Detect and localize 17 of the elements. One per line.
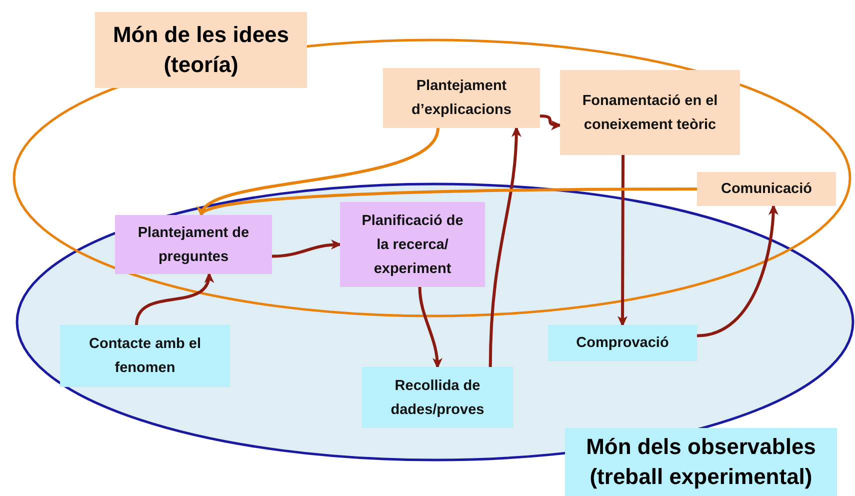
arrow — [135, 272, 213, 326]
arrow — [272, 240, 342, 258]
process-box: Comunicació — [697, 172, 836, 206]
process-box: Comprovació — [548, 325, 697, 361]
region-heading: Món de les idees (teoría) — [95, 12, 307, 88]
arrow — [418, 286, 442, 369]
process-box: Fonamentació en el coneixement teòric — [560, 70, 740, 155]
arrow — [696, 204, 778, 338]
process-box: Planificació de la recerca/ experiment — [340, 202, 485, 287]
process-box: Contacte amb el fenomen — [60, 325, 230, 387]
arrow — [488, 126, 522, 368]
arrow — [540, 114, 562, 130]
region-heading: Món dels observables (treball experimental) — [565, 428, 837, 496]
arrow — [618, 155, 628, 327]
process-box: Plantejament de preguntes — [115, 215, 272, 274]
process-box: Recollida de dades/proves — [362, 367, 513, 428]
process-box: Plantejament d’explicacions — [383, 68, 540, 128]
